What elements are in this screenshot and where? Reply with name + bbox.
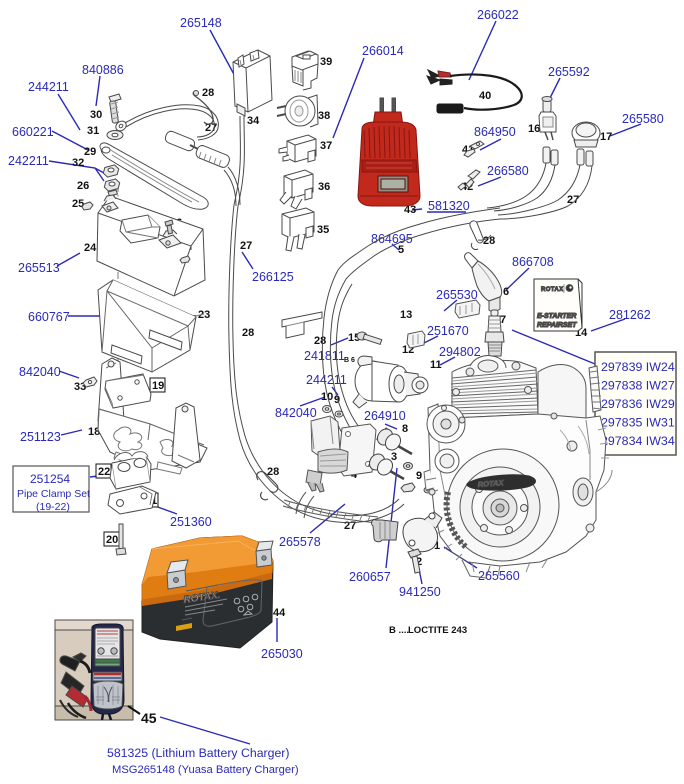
- svg-text:26: 26: [77, 180, 89, 192]
- svg-text:660221: 660221: [12, 125, 54, 139]
- svg-text:266125: 266125: [252, 270, 294, 284]
- svg-text:24: 24: [84, 242, 97, 254]
- svg-text:28: 28: [267, 466, 279, 478]
- svg-text:31: 31: [87, 125, 99, 137]
- svg-text:Pipe Clamp Set: Pipe Clamp Set: [17, 488, 90, 500]
- svg-text:866708: 866708: [512, 255, 554, 269]
- svg-text:864950: 864950: [474, 125, 516, 139]
- svg-text:297836 IW29: 297836 IW29: [601, 397, 675, 411]
- svg-text:39: 39: [320, 56, 332, 68]
- svg-text:2: 2: [416, 556, 422, 568]
- svg-text:27: 27: [567, 194, 579, 206]
- svg-text:3: 3: [391, 451, 397, 463]
- svg-text:27: 27: [344, 520, 356, 532]
- svg-text:19: 19: [152, 380, 164, 392]
- svg-text:265148: 265148: [180, 16, 222, 30]
- svg-text:20: 20: [106, 534, 118, 546]
- svg-text:251670: 251670: [427, 324, 469, 338]
- svg-text:266580: 266580: [487, 164, 529, 178]
- svg-text:6: 6: [503, 286, 509, 298]
- svg-text:9: 9: [334, 394, 340, 406]
- svg-text:941250: 941250: [399, 585, 441, 599]
- svg-text:10: 10: [321, 391, 333, 403]
- svg-text:7: 7: [500, 314, 506, 326]
- svg-text:842040: 842040: [275, 406, 317, 420]
- svg-text:864695: 864695: [371, 232, 413, 246]
- svg-text:35: 35: [317, 224, 329, 236]
- svg-text:43: 43: [404, 204, 416, 216]
- svg-text:34: 34: [247, 115, 260, 127]
- svg-text:ROTAX: ROTAX: [541, 287, 564, 293]
- svg-text:38: 38: [318, 110, 330, 122]
- svg-text:40: 40: [479, 90, 491, 102]
- svg-text:36: 36: [318, 181, 330, 193]
- svg-text:840886: 840886: [82, 63, 124, 77]
- svg-text:(19-22): (19-22): [36, 501, 70, 513]
- svg-text:B ....: B ....: [389, 625, 409, 636]
- svg-text:28: 28: [314, 335, 326, 347]
- svg-text:LOCTITE 243: LOCTITE 243: [408, 625, 467, 636]
- svg-text:266014: 266014: [362, 44, 404, 58]
- svg-text:581325 (Lithium Battery Charge: 581325 (Lithium Battery Charger): [107, 746, 290, 760]
- svg-text:260657: 260657: [349, 570, 391, 584]
- svg-text:265530: 265530: [436, 288, 478, 302]
- svg-text:241811: 241811: [304, 349, 345, 363]
- svg-text:251123: 251123: [20, 430, 61, 444]
- svg-text:266022: 266022: [477, 8, 519, 22]
- svg-text:17: 17: [600, 131, 612, 143]
- svg-text:MSG265148 (Yuasa Battery Charg: MSG265148 (Yuasa Battery Charger): [112, 764, 299, 776]
- svg-text:25: 25: [72, 198, 84, 210]
- svg-text:660767: 660767: [28, 310, 70, 324]
- svg-text:5: 5: [398, 244, 404, 256]
- svg-text:842040: 842040: [19, 365, 61, 379]
- svg-text:E-STARTER: E-STARTER: [537, 313, 576, 320]
- svg-text:265513: 265513: [18, 261, 60, 275]
- svg-text:23: 23: [198, 309, 210, 321]
- svg-text:REPAIRSET: REPAIRSET: [537, 322, 577, 329]
- svg-text:B 6: B 6: [344, 357, 355, 364]
- svg-text:45: 45: [141, 710, 157, 726]
- svg-text:28: 28: [202, 87, 214, 99]
- svg-text:9: 9: [416, 470, 422, 482]
- svg-text:265580: 265580: [622, 112, 664, 126]
- svg-text:32: 32: [72, 157, 84, 169]
- svg-text:28: 28: [242, 327, 254, 339]
- svg-text:242211: 242211: [8, 154, 49, 168]
- svg-text:265030: 265030: [261, 647, 303, 661]
- svg-text:8: 8: [402, 423, 408, 435]
- svg-text:22: 22: [98, 466, 110, 478]
- svg-text:18: 18: [88, 426, 100, 438]
- svg-text:16: 16: [528, 123, 540, 135]
- svg-text:265578: 265578: [279, 535, 321, 549]
- svg-text:297839 IW24: 297839 IW24: [601, 360, 675, 374]
- svg-text:281262: 281262: [609, 308, 651, 322]
- svg-text:297835 IW31: 297835 IW31: [601, 416, 675, 430]
- svg-text:244211: 244211: [306, 373, 347, 387]
- svg-text:37: 37: [320, 140, 332, 152]
- svg-text:297838 IW27: 297838 IW27: [601, 379, 675, 393]
- svg-text:265560: 265560: [478, 569, 520, 583]
- svg-text:ROTAX: ROTAX: [478, 478, 505, 489]
- svg-text:265592: 265592: [548, 65, 590, 79]
- svg-text:297834 IW34: 297834 IW34: [601, 434, 675, 448]
- svg-text:264910: 264910: [364, 409, 406, 423]
- svg-text:13: 13: [400, 309, 412, 321]
- svg-text:251254: 251254: [30, 472, 70, 486]
- svg-text:1: 1: [434, 540, 440, 552]
- svg-text:251360: 251360: [170, 515, 212, 529]
- svg-text:11: 11: [430, 359, 442, 371]
- svg-text:581320: 581320: [428, 199, 470, 213]
- svg-text:30: 30: [90, 109, 102, 121]
- svg-text:244211: 244211: [28, 80, 69, 94]
- svg-text:44: 44: [273, 607, 286, 619]
- svg-text:28: 28: [483, 235, 495, 247]
- svg-text:294802: 294802: [439, 345, 481, 359]
- svg-text:27: 27: [240, 240, 252, 252]
- svg-text:29: 29: [84, 146, 96, 158]
